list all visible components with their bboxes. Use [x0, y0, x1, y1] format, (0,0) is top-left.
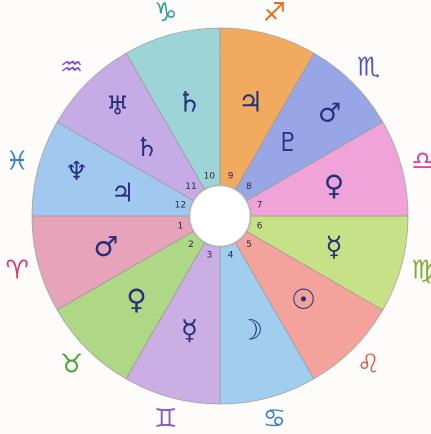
house-number-9: 9: [228, 171, 234, 181]
planet-glyph-house-8-2: ♇: [277, 128, 300, 158]
planet-glyph-house-11-2: ♄: [135, 133, 158, 163]
planet-glyph-house-10-1: ♄: [177, 86, 202, 119]
pisces-sign-glyph: ♓: [5, 147, 28, 177]
gemini-sign-glyph: ♊: [154, 404, 177, 434]
planet-glyph-house-2-1: ♀: [126, 283, 147, 316]
planet-glyph-house-3-1: ☿: [181, 313, 198, 346]
planet-glyph-house-8-1: ♂: [318, 99, 341, 129]
planet-glyph-house-11-1: ♅: [106, 91, 129, 121]
house-number-12: 12: [175, 200, 186, 210]
planet-glyph-house-5-1: ☉: [291, 283, 316, 316]
house-number-8: 8: [246, 182, 252, 192]
center-hole: [190, 186, 250, 246]
capricorn-sign-glyph: ♑: [154, 0, 177, 28]
libra-sign-glyph: ♎: [411, 147, 431, 177]
house-number-3: 3: [207, 251, 213, 261]
house-number-10: 10: [204, 171, 216, 181]
scorpio-sign-glyph: ♏: [357, 53, 380, 83]
aquarius-sign-glyph: ♒: [60, 53, 83, 83]
planet-glyph-house-7-1: ♀: [324, 169, 345, 202]
leo-sign-glyph: ♌: [357, 349, 380, 379]
house-number-7: 7: [257, 200, 263, 210]
planet-glyph-house-4-1: ☽: [238, 313, 263, 346]
cancer-sign-glyph: ♋: [263, 404, 286, 434]
planet-glyph-house-6-1: ☿: [325, 230, 342, 263]
planet-glyph-house-9-1: ♃: [238, 86, 263, 119]
house-number-1: 1: [178, 222, 184, 232]
house-number-2: 2: [188, 240, 194, 250]
house-number-4: 4: [228, 251, 234, 261]
planet-glyph-house-12-2: ♃: [111, 179, 134, 209]
house-number-5: 5: [246, 240, 252, 250]
virgo-sign-glyph: ♍: [411, 255, 431, 285]
planet-glyph-house-1-1: ♂: [93, 230, 118, 263]
planet-glyph-house-12-1: ♆: [65, 157, 88, 187]
house-number-6: 6: [257, 222, 263, 232]
taurus-sign-glyph: ♉: [60, 349, 83, 379]
sagittarius-sign-glyph: ♐: [263, 0, 286, 28]
house-number-11: 11: [185, 182, 196, 192]
aries-sign-glyph: ♈: [5, 255, 28, 285]
